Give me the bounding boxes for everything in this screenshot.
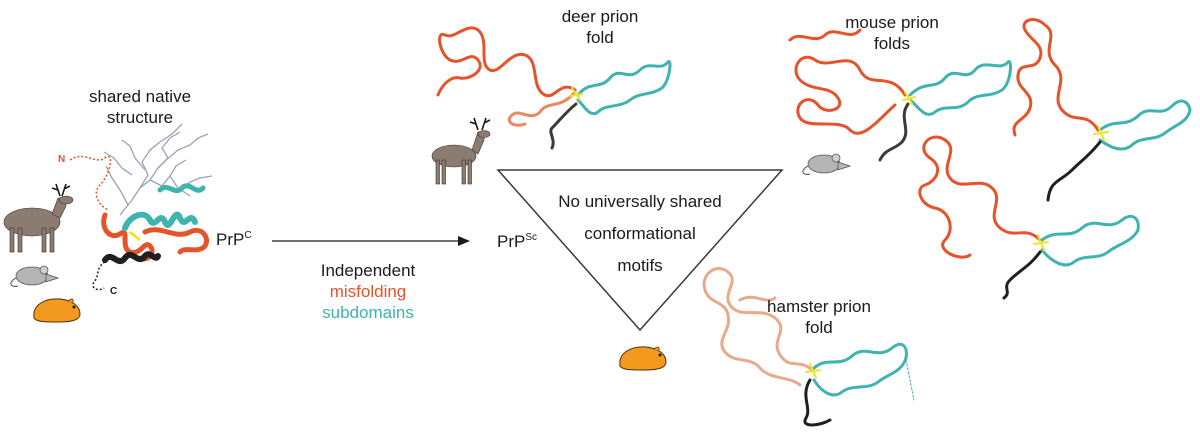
c-terminus-label: C — [110, 286, 118, 297]
triangle-line1: No universally shared — [558, 192, 722, 211]
arrow-line2: misfolding — [329, 282, 407, 301]
deer-fold-title: deer prion fold — [540, 6, 660, 48]
hamster-prion-fold — [702, 267, 915, 427]
hamster-fold-line1: hamster prion — [767, 297, 871, 316]
arrow-icon — [272, 236, 470, 246]
hamster-icon — [33, 298, 81, 323]
shared-native-line1: shared native — [88, 87, 192, 106]
triangle-line3: motifs — [617, 256, 663, 275]
arrow-caption: Independent misfolding subdomains — [296, 260, 440, 323]
mouse-icon — [10, 265, 60, 287]
prpc-base: PrP — [216, 230, 245, 249]
deer-fold-line2: fold — [586, 28, 614, 47]
hamster-fold-line2: fold — [805, 318, 833, 337]
shared-native-line2: structure — [106, 108, 174, 127]
shared-native-title: shared native structure — [60, 86, 220, 128]
triangle-icon — [496, 169, 784, 332]
mouse-prion-folds — [788, 18, 1192, 300]
prpsc-label: PrPSc — [497, 232, 537, 252]
prpsc-base: PrP — [497, 232, 526, 251]
mouse-fold-line1: mouse prion — [845, 13, 939, 32]
deer-icon — [431, 117, 491, 185]
mouse-icon — [802, 153, 852, 175]
prpc-label: PrPC — [216, 230, 252, 250]
arrow-line1: Independent — [320, 261, 416, 280]
prpsc-sup: Sc — [525, 232, 538, 243]
arrow-line3: subdomains — [322, 303, 414, 322]
protein-structure-icon — [69, 123, 213, 291]
mouse-fold-title: mouse prion folds — [822, 12, 962, 54]
deer-prion-fold — [436, 26, 672, 150]
triangle-text: No universally shared conformational mot… — [530, 186, 750, 282]
n-terminus-label: N — [58, 154, 66, 165]
deer-icon — [3, 183, 74, 253]
deer-fold-line1: deer prion — [561, 7, 639, 26]
hamster-fold-title: hamster prion fold — [744, 296, 894, 338]
triangle-line2: conformational — [584, 224, 696, 243]
prpc-sup: C — [244, 230, 252, 241]
mouse-fold-line2: folds — [874, 34, 910, 53]
hamster-icon — [619, 346, 667, 371]
